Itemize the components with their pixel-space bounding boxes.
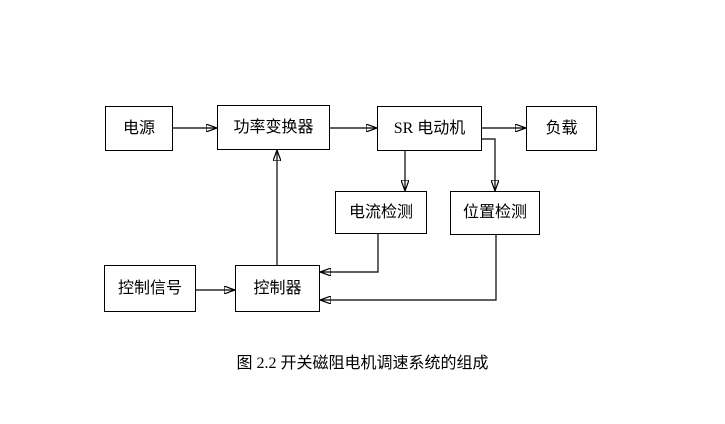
block-sr-motor-label: SR 电动机 — [393, 119, 466, 137]
block-controller-label: 控制器 — [253, 279, 302, 297]
block-position-detection-label: 位置检测 — [462, 204, 527, 221]
connector-motor-to-position-detection — [482, 138, 495, 191]
block-load-label: 负载 — [545, 119, 578, 137]
block-power-source: 电源 — [105, 106, 173, 151]
block-position-detection: 位置检测 — [450, 191, 540, 235]
block-current-detection: 电流检测 — [335, 191, 427, 234]
block-sr-motor: SR 电动机 — [377, 106, 482, 151]
block-control-signal: 控制信号 — [104, 265, 196, 312]
block-current-detection-label: 电流检测 — [348, 203, 413, 221]
block-power-converter: 功率变换器 — [217, 105, 330, 150]
block-control-signal-label: 控制信号 — [117, 279, 182, 297]
figure-caption: 图 2.2 开关磁阻电机调速系统的组成 — [236, 355, 489, 372]
block-load: 负载 — [526, 106, 597, 151]
block-power-source-label: 电源 — [122, 119, 155, 137]
connector-current-detection-to-controller — [320, 234, 379, 272]
connector-position-detection-to-controller — [320, 235, 497, 300]
block-power-converter-label: 功率变换器 — [233, 118, 314, 136]
block-controller: 控制器 — [235, 265, 320, 312]
